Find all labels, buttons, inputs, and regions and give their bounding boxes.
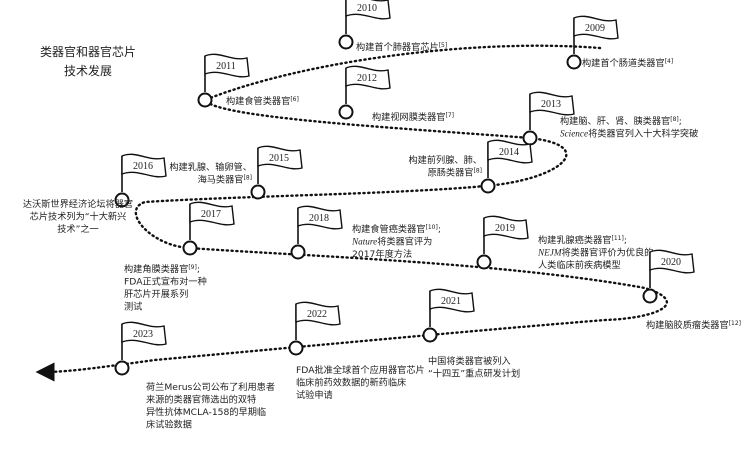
timeline-node bbox=[197, 92, 213, 108]
flag-year-label: 2019 bbox=[495, 223, 515, 234]
timeline-event-2009: 2009 构建首个肠道类器官[4] bbox=[566, 15, 673, 70]
event-description-line: Science将类器官列入十大科学突破 bbox=[560, 128, 698, 140]
flag-year-label: 2013 bbox=[541, 99, 561, 110]
flag-year-label: 2016 bbox=[133, 161, 153, 172]
timeline-node bbox=[290, 244, 306, 260]
event-description-line: FDA正式宣布对一种 bbox=[124, 276, 207, 288]
flag-icon bbox=[345, 65, 391, 90]
flag-icon bbox=[529, 91, 575, 116]
timeline-event-2014: 2014 构建前列腺、肺、原肠类器官[8] bbox=[409, 139, 533, 194]
event-description-line: 原肠类器官[8] bbox=[428, 167, 482, 179]
flag-year-label: 2018 bbox=[309, 213, 329, 224]
event-description-line: 2017年度方法 bbox=[352, 248, 412, 260]
flag-icon bbox=[257, 145, 303, 170]
page-title-line-2: 技术发展 bbox=[64, 63, 112, 78]
timeline-node bbox=[338, 34, 354, 50]
timeline-node bbox=[422, 327, 438, 343]
event-description-line: “十四五”重点研发计划 bbox=[428, 368, 520, 380]
flag-icon bbox=[297, 205, 343, 230]
timeline-event-2020: 2020 构建脑胶质瘤类器官[12] bbox=[642, 249, 741, 331]
timeline-event-2011: 2011 构建食管类器官[6] bbox=[197, 53, 299, 108]
event-description-line: 构建首个肺器官芯片[5] bbox=[356, 41, 447, 53]
flag-icon bbox=[121, 321, 167, 346]
event-description-line: 试验申请 bbox=[296, 389, 333, 401]
event-description-line: 构建乳腺癌类器官[11]; bbox=[538, 234, 627, 246]
page-title-line-1: 类器官和器官芯片 bbox=[40, 44, 136, 59]
flag-icon bbox=[573, 15, 619, 40]
event-description-line: 测试 bbox=[124, 301, 142, 313]
event-description-line: 构建食管癌类器官[10]; bbox=[352, 223, 441, 235]
timeline-node bbox=[182, 240, 198, 256]
event-description-line: 人类临床前疾病模型 bbox=[538, 259, 621, 271]
flag-year-label: 2020 bbox=[661, 257, 681, 268]
event-description-line: 临床前药效数据的新药临床 bbox=[296, 377, 406, 389]
flag-icon bbox=[121, 153, 167, 178]
event-description-line: 芯片技术列为“十大新兴 bbox=[30, 211, 127, 223]
timeline-node bbox=[642, 288, 658, 304]
flag-year-label: 2012 bbox=[357, 73, 377, 84]
event-description-line: 构建乳腺、输卵管、 bbox=[169, 161, 252, 173]
event-description-line: 构建首个肠道类器官[4] bbox=[582, 57, 673, 69]
flag-icon bbox=[204, 53, 250, 78]
flag-icon bbox=[295, 301, 341, 326]
timeline-node bbox=[114, 192, 130, 208]
flag-icon bbox=[487, 139, 533, 164]
timeline-node bbox=[476, 254, 492, 270]
timeline-event-2010: 2010 构建首个肺器官芯片[5] bbox=[338, 0, 447, 53]
flag-icon bbox=[189, 201, 235, 226]
timeline-node bbox=[338, 104, 354, 120]
event-description-line: 肝芯片开展系列 bbox=[124, 288, 188, 300]
event-description-line: 构建前列腺、肺、 bbox=[409, 154, 483, 166]
event-description-line: 构建视网膜类器官[7] bbox=[372, 111, 454, 123]
timeline-event-2023: 2023 荷兰Merus公司公布了利用患者来源的类器官筛选出的双特异性抗体MCLA… bbox=[114, 321, 275, 431]
timeline-node bbox=[288, 340, 304, 356]
event-description-line: NEJM将类器官评价为优良的 bbox=[537, 247, 653, 259]
flag-year-label: 2015 bbox=[269, 153, 289, 164]
flag-year-label: 2009 bbox=[585, 23, 605, 34]
event-description-line: 构建脑胶质瘤类器官[12] bbox=[646, 319, 741, 331]
flag-year-label: 2014 bbox=[499, 147, 519, 158]
event-description-line: 中国将类器官被列入 bbox=[428, 355, 511, 367]
event-description-line: 构建角膜类器官[9]; bbox=[124, 263, 200, 275]
event-description-line: 构建脑、肝、肾、胰类器官[8]; bbox=[560, 115, 682, 127]
event-description-line: 床试验数据 bbox=[146, 419, 192, 431]
event-description-line: 技术”之一 bbox=[57, 223, 99, 235]
timeline-event-2021: 2021 中国将类器官被列入“十四五”重点研发计划 bbox=[422, 288, 520, 380]
flag-icon bbox=[483, 215, 529, 240]
flag-icon bbox=[345, 0, 391, 20]
event-description-line: 达沃斯世界经济论坛将器官 bbox=[23, 198, 133, 210]
flag-icon bbox=[649, 249, 695, 274]
event-description-line: 来源的类器官筛选出的双特 bbox=[146, 394, 256, 406]
timeline-node bbox=[114, 360, 130, 376]
timeline-event-2013: 2013 构建脑、肝、肾、胰类器官[8];Science将类器官列入十大科学突破 bbox=[522, 91, 698, 146]
timeline-path bbox=[35, 44, 669, 382]
timeline-node bbox=[522, 130, 538, 146]
flag-year-label: 2022 bbox=[307, 309, 327, 320]
flag-year-label: 2023 bbox=[133, 329, 153, 340]
timeline-event-2012: 2012 构建视网膜类器官[7] bbox=[338, 65, 454, 123]
timeline-event-2015: 2015 构建乳腺、输卵管、海马类器官[8] bbox=[169, 145, 303, 200]
timeline-node bbox=[250, 184, 266, 200]
event-description-line: 异性抗体MCLA-158的早期临 bbox=[146, 406, 266, 418]
event-description-line: 荷兰Merus公司公布了利用患者 bbox=[146, 381, 275, 393]
timeline-node bbox=[566, 54, 582, 70]
flag-year-label: 2010 bbox=[357, 3, 377, 14]
event-description-line: Nature将类器官评为 bbox=[351, 236, 432, 248]
event-description-line: 构建食管类器官[6] bbox=[226, 95, 299, 107]
event-description-line: 海马类器官[8] bbox=[198, 174, 252, 186]
event-description-line: FDA批准全球首个应用器官芯片 bbox=[296, 364, 425, 376]
flag-year-label: 2021 bbox=[441, 296, 461, 307]
flag-icon bbox=[429, 288, 475, 313]
flag-year-label: 2011 bbox=[216, 61, 236, 72]
timeline-node bbox=[480, 178, 496, 194]
flag-year-label: 2017 bbox=[201, 209, 221, 220]
